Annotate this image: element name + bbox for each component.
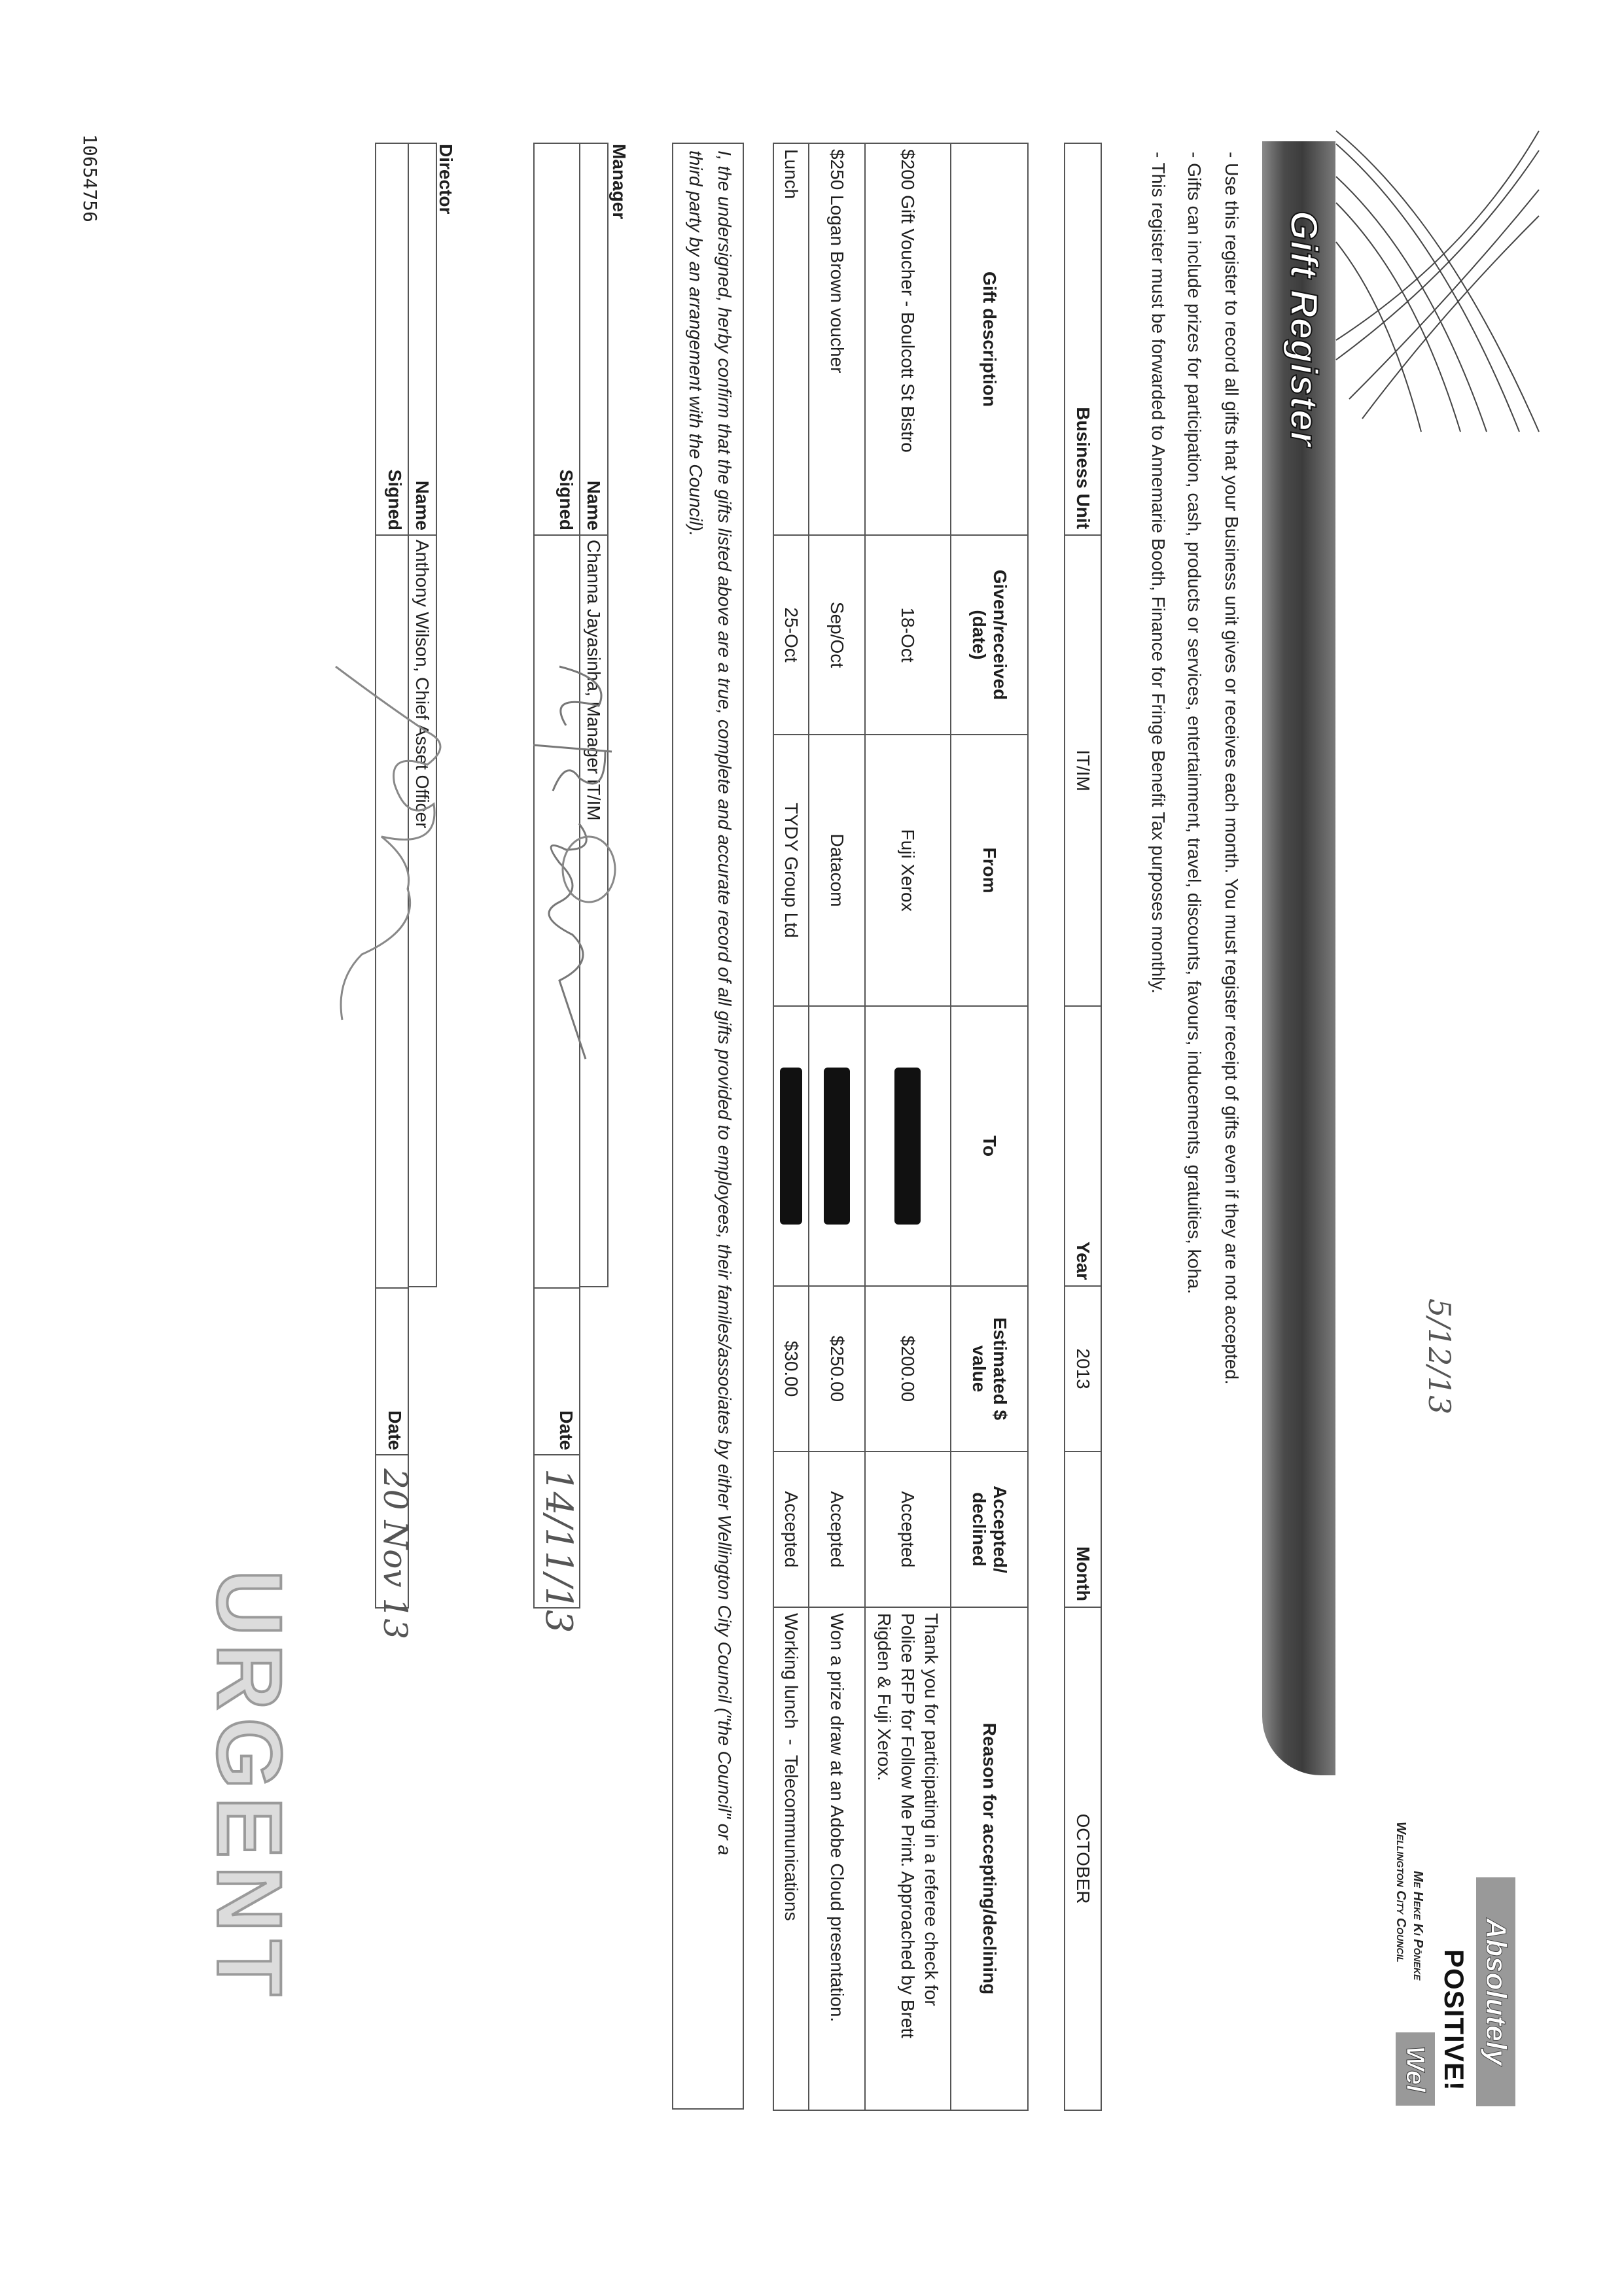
column-header-value: Estimated $ value xyxy=(951,1286,1028,1452)
gift-value: $250.00 xyxy=(809,1286,865,1452)
column-header-to: To xyxy=(951,1006,1028,1286)
header-decoration-lines xyxy=(1335,130,1540,432)
director-section-label: Director xyxy=(436,144,456,215)
gift-to xyxy=(865,1006,951,1286)
gift-description: Lunch xyxy=(773,143,809,535)
director-date-value: 20 Nov 13 xyxy=(376,1469,414,1640)
gift-from: Datacom xyxy=(809,735,865,1006)
director-signed-label: Signed xyxy=(375,143,409,536)
document-reference-number: 10654756 xyxy=(79,134,101,222)
column-header-reason: Reason for accepting/declining xyxy=(951,1607,1028,2110)
year-label: Year xyxy=(1065,1006,1101,1286)
column-header-description: Gift description xyxy=(951,143,1028,535)
table-header-row: Gift description Given/received (date) F… xyxy=(951,143,1028,2110)
manager-signature xyxy=(533,665,616,1060)
director-date-label: Date xyxy=(375,1287,409,1455)
column-header-date: Given/received (date) xyxy=(951,535,1028,735)
gift-reason: Thank you for participating in a referee… xyxy=(865,1607,951,2110)
director-signature xyxy=(335,665,442,1020)
declaration-line: third party by an arrangement with the C… xyxy=(686,150,706,536)
month-label: Month xyxy=(1065,1452,1101,1607)
gift-to xyxy=(809,1006,865,1286)
declaration-line: I, the undersigned, herby confirm that t… xyxy=(715,150,735,1856)
director-signature-field[interactable] xyxy=(335,534,442,1289)
manager-date-field[interactable]: 14/11/13 xyxy=(533,1454,580,1633)
urgent-stamp: URGENT xyxy=(197,1569,302,2005)
redaction-mark xyxy=(824,1068,850,1225)
manager-signature-field[interactable] xyxy=(533,534,616,1289)
manager-signed-label: Signed xyxy=(533,143,580,536)
director-name-label: Name xyxy=(408,143,437,536)
gift-description: $250 Logan Brown voucher xyxy=(809,143,865,535)
gift-date: 18-Oct xyxy=(865,535,951,735)
redaction-mark xyxy=(894,1068,921,1225)
gift-value: $200.00 xyxy=(865,1286,951,1452)
gift-date: 25-Oct xyxy=(773,535,809,735)
gift-from: TYDY Group Ltd xyxy=(773,735,809,1006)
logo-absolutely: Absolutely xyxy=(1476,1877,1515,2106)
gift-description: $200 Gift Voucher - Boulcott St Bistro xyxy=(865,143,951,535)
table-row: $250 Logan Brown voucher Sep/Oct Datacom… xyxy=(809,143,865,2110)
manager-name-label: Name xyxy=(579,143,609,536)
logo-council-name: Wellington City Council xyxy=(1394,1822,1408,1962)
gift-to xyxy=(773,1006,809,1286)
gift-from: Fuji Xerox xyxy=(865,735,951,1006)
director-date-field[interactable]: 20 Nov 13 xyxy=(375,1454,414,1639)
instruction-line: - This register must be forwarded to Ann… xyxy=(1148,152,1169,994)
year-value: 2013 xyxy=(1065,1286,1101,1452)
gift-value: $30.00 xyxy=(773,1286,809,1452)
column-header-status: Accepted/ declined xyxy=(951,1452,1028,1607)
instruction-line: - Use this register to record all gifts … xyxy=(1222,152,1242,1385)
gift-date: Sep/Oct xyxy=(809,535,865,735)
logo-maori-tagline: Me Heke Ki Pōneke xyxy=(1411,1871,1425,1981)
table-row: $200 Gift Voucher - Boulcott St Bistro 1… xyxy=(865,143,951,2110)
handwritten-date-annotation: 5/12/13 xyxy=(1422,1298,1457,1415)
gift-status: Accepted xyxy=(773,1452,809,1607)
instruction-line: - Gifts can include prizes for participa… xyxy=(1184,152,1205,1295)
manager-section-label: Manager xyxy=(609,144,629,220)
business-unit-table: Business Unit IT/IM Year 2013 Month OCTO… xyxy=(1064,143,1102,2111)
page-title: Gift Register xyxy=(1282,210,1326,447)
table-row: Lunch 25-Oct TYDY Group Ltd $30.00 Accep… xyxy=(773,143,809,2110)
business-unit-label: Business Unit xyxy=(1065,143,1101,535)
gift-reason: Won a prize draw at an Adobe Cloud prese… xyxy=(809,1607,865,2110)
declaration-box: I, the undersigned, herby confirm that t… xyxy=(672,143,744,2110)
gift-status: Accepted xyxy=(865,1452,951,1607)
manager-date-label: Date xyxy=(533,1287,580,1455)
logo-positive: POSITIVE! xyxy=(1439,1949,1470,2091)
gift-status: Accepted xyxy=(809,1452,865,1607)
column-header-from: From xyxy=(951,735,1028,1006)
logo-badge: Wel xyxy=(1396,2032,1435,2106)
business-unit-value: IT/IM xyxy=(1065,535,1101,1006)
manager-date-value: 14/11/13 xyxy=(537,1469,580,1633)
gift-reason: Working lunch - Telecommunications xyxy=(773,1607,809,2110)
gifts-table: Gift description Given/received (date) F… xyxy=(773,143,1029,2111)
month-value: OCTOBER xyxy=(1065,1607,1101,2110)
redaction-mark xyxy=(779,1068,802,1225)
